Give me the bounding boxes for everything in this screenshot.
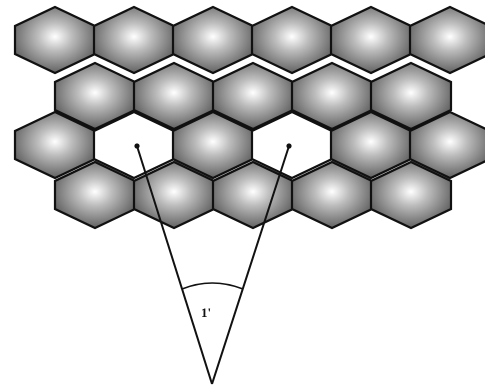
- hexagon-cell: [410, 7, 485, 73]
- left-target-point: [134, 143, 139, 148]
- hexagon-cell: [252, 7, 332, 73]
- angle-arc: [182, 283, 243, 289]
- angle-label: 1': [201, 305, 211, 320]
- right-target-point: [286, 143, 291, 148]
- hexagon-cell: [15, 7, 95, 73]
- hexagon-grid: [15, 7, 485, 228]
- hexagon-cell: [173, 7, 253, 73]
- hexagon-cell: [331, 7, 411, 73]
- hexagon-cell: [94, 7, 174, 73]
